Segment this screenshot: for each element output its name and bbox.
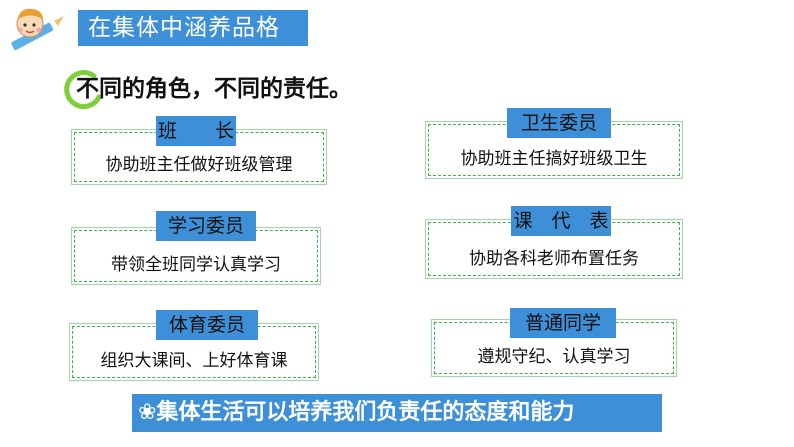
role-desc: 带领全班同学认真学习 [111,255,281,275]
role-desc: 协助班主任做好班级管理 [105,155,293,175]
role-label-course-rep: 课 代 表 [511,206,611,236]
role-desc: 协助班主任搞好班级卫生 [460,149,648,169]
summary-banner: ❀集体生活可以培养我们负责任的态度和能力 [132,394,662,432]
section-heading: 不同的角色，不同的责任。 [76,76,352,102]
role-label-hygiene: 卫生委员 [507,108,611,138]
role-desc: 遵规守纪、认真学习 [477,347,631,367]
role-desc: 协助各科老师布置任务 [469,249,639,269]
page-title: 在集体中涵养品格 [78,10,308,46]
role-label-monitor: 班 长 [156,116,236,146]
role-card-classmate: 遵规守纪、认真学习 [431,319,677,377]
child-pencil-mascot-icon [11,8,64,51]
ring-bullet-icon [64,70,102,110]
role-label-classmate: 普通同学 [510,308,616,338]
role-label-study: 学习委员 [156,211,256,241]
role-desc: 组织大课间、上好体育课 [100,351,288,371]
role-label-sports: 体育委员 [156,310,258,340]
